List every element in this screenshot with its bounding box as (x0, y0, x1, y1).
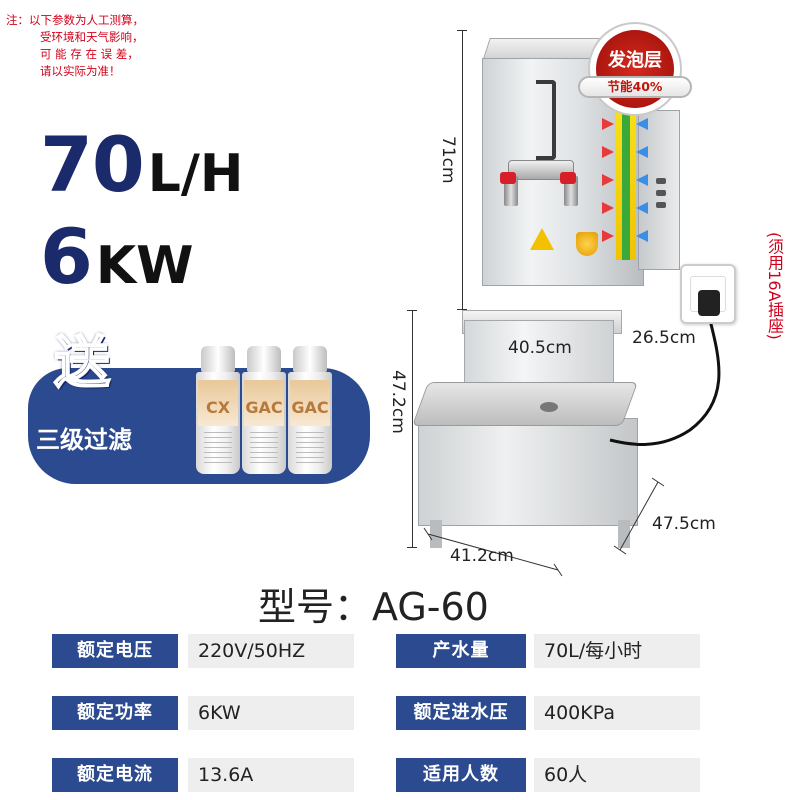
warning-icon (530, 228, 554, 250)
note-line: 可 能 存 在 误 差， (40, 47, 139, 61)
note-line: 请以实际为准！ (40, 64, 121, 78)
foam-badge-title: 发泡层 (608, 50, 662, 71)
spec-value: 6KW (188, 696, 354, 730)
spec-value: 70L/每小时 (534, 634, 700, 668)
filter-cap (247, 346, 281, 372)
spec-key: 额定功率 (52, 696, 178, 730)
model-number: 型号：AG-60 (258, 585, 489, 629)
disclaimer-note: 注：以下参数为人工测算， 受环境和天气影响， 可 能 存 在 误 差， 请以实际… (6, 12, 196, 80)
filter-label: 三级过滤 (36, 426, 132, 454)
dim-lines-base (423, 477, 665, 577)
heat-arrow-icon (602, 174, 614, 186)
spec-value: 60人 (534, 758, 700, 792)
cold-arrow-icon (636, 230, 648, 242)
dim-top-width: 40.5cm (508, 338, 572, 358)
filter-cartridge: GAC (242, 346, 286, 474)
spec-value: 220V/50HZ (188, 634, 354, 668)
power-cord (609, 319, 721, 446)
heat-arrow-icon (602, 146, 614, 158)
power-unit: KW (95, 236, 194, 296)
cold-arrow-icon (636, 174, 648, 186)
foam-badge-subtitle: 节能40% (607, 79, 663, 94)
power-headline: 6KW (40, 212, 194, 301)
dim-top-depth: 26.5cm (632, 328, 696, 348)
filter-body: CX (196, 372, 240, 474)
dim-base-width: 41.2cm (450, 546, 514, 566)
cabinet-leg (430, 520, 442, 548)
filter-body: GAC (242, 372, 286, 474)
dim-top-height: 71cm (438, 136, 458, 184)
cold-arrow-icon (636, 146, 648, 158)
spec-key: 额定进水压 (396, 696, 526, 730)
drain-hole (540, 402, 558, 412)
spec-value: 400KPa (534, 696, 700, 730)
dim-line-base-height (412, 310, 413, 548)
control-knob (656, 178, 666, 184)
filter-code: CX (205, 398, 231, 417)
note-line: 注：以下参数为人工测算， (6, 13, 144, 27)
tap-bar (508, 160, 574, 180)
door-handle (536, 80, 556, 160)
foam-badge-ribbon (578, 76, 692, 98)
gift-label: 送 (53, 330, 111, 397)
spec-key: 额定电压 (52, 634, 178, 668)
control-knob (656, 190, 666, 196)
cold-arrow-icon (636, 202, 648, 214)
flow-rate-headline: 70L/H (40, 120, 243, 209)
socket-requirement-note: (须用16A插座) (765, 232, 784, 340)
filter-cap (201, 346, 235, 372)
filter-cartridge: CX (196, 346, 240, 474)
note-line: 受环境和天气影响， (40, 30, 144, 44)
filter-code: GAC (291, 398, 329, 417)
heat-arrow-icon (602, 202, 614, 214)
quality-badge-icon (576, 232, 598, 256)
dim-base-depth: 47.5cm (652, 514, 716, 534)
flow-unit: L/H (147, 144, 244, 204)
power-number: 6 (40, 212, 93, 301)
spec-key: 适用人数 (396, 758, 526, 792)
spec-key: 额定电流 (52, 758, 178, 792)
control-knob (656, 202, 666, 208)
flow-number: 70 (40, 120, 145, 209)
base-cabinet (418, 418, 638, 526)
tap-handle-red (500, 172, 516, 184)
insulation-strip (622, 110, 630, 260)
dim-line-top-height (462, 30, 463, 310)
heat-arrow-icon (602, 230, 614, 242)
filter-code: GAC (245, 398, 283, 417)
spec-key: 产水量 (396, 634, 526, 668)
filter-cap (293, 346, 327, 372)
filter-body: GAC (288, 372, 332, 474)
heat-arrow-icon (602, 118, 614, 130)
cold-arrow-icon (636, 118, 648, 130)
spec-value: 13.6A (188, 758, 354, 792)
dim-base-height: 47.2cm (388, 370, 408, 434)
filter-cartridge: GAC (288, 346, 332, 474)
tap-handle-red (560, 172, 576, 184)
cabinet-leg (618, 520, 630, 548)
plug-icon (698, 290, 720, 316)
